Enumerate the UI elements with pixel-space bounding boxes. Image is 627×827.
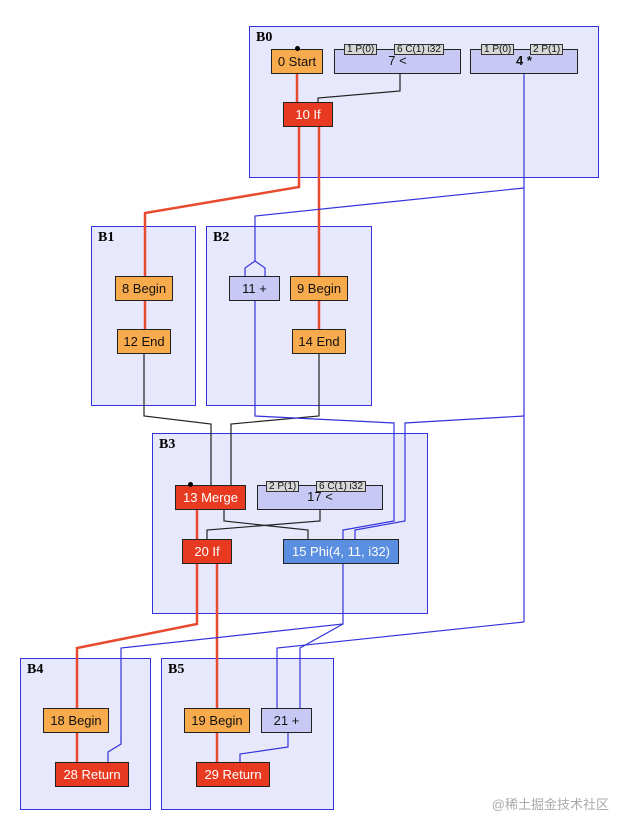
edge-merge-to-phi (223, 510, 309, 539)
entry-dot (295, 46, 300, 51)
node-9-begin[interactable]: 9 Begin (290, 276, 348, 301)
node-label: 29 Return (204, 767, 262, 782)
node-label: 14 End (298, 334, 340, 349)
node-15-phi[interactable]: 15 Phi(4, 11, i32) (283, 539, 399, 564)
node-label: 17 < (307, 489, 333, 504)
node-28-return[interactable]: 28 Return (55, 762, 129, 787)
edge-if20-to-begin18 (75, 564, 199, 708)
edge-add11-to-phi (254, 301, 395, 539)
node-label: 11 + (242, 281, 267, 296)
input-tag: 1 P(0) (344, 44, 378, 55)
input-tag: 6 C(1) i32 (394, 44, 444, 55)
block-label: B2 (213, 230, 230, 245)
node-19-begin[interactable]: 19 Begin (184, 708, 250, 733)
node-label: 0 Start (277, 54, 317, 69)
node-label: 4 * (516, 53, 532, 68)
node-18-begin[interactable]: 18 Begin (43, 708, 109, 733)
node-0-start[interactable]: 0 Start (271, 49, 323, 74)
node-label: 20 If (194, 544, 220, 559)
node-8-begin[interactable]: 8 Begin (115, 276, 173, 301)
node-21-add[interactable]: 21 + (261, 708, 312, 733)
edge-if-to-begin8 (143, 127, 301, 276)
edge-phi-to-add21 (299, 623, 344, 708)
node-label: 15 Phi(4, 11, i32) (291, 544, 391, 559)
node-12-end[interactable]: 12 End (117, 329, 171, 354)
node-14-end[interactable]: 14 End (292, 329, 346, 354)
input-tag: 2 P(1) (530, 44, 564, 55)
input-tag: 2 P(1) (266, 481, 300, 492)
node-label: 28 Return (63, 767, 121, 782)
input-tag: 1 P(0) (481, 44, 515, 55)
node-label: 12 End (123, 334, 165, 349)
block-label: B5 (168, 662, 185, 677)
input-tag: 6 C(1) i32 (316, 481, 366, 492)
block-b2: B2 (206, 226, 372, 406)
edge-end14-to-merge (230, 354, 320, 485)
node-13-merge[interactable]: 13 Merge (175, 485, 246, 510)
node-label: 9 Begin (296, 281, 342, 296)
node-label: 7 < (388, 53, 407, 68)
edge-mul4-to-add11 (254, 187, 525, 261)
block-b5: B5 (161, 658, 334, 810)
edge-add11-fork-a (244, 260, 256, 276)
edge-phi-to-return28 (107, 564, 344, 762)
node-label: 8 Begin (121, 281, 167, 296)
block-label: B4 (27, 662, 44, 677)
watermark: @稀土掘金技术社区 (491, 797, 609, 812)
entry-dot (188, 482, 193, 487)
node-label: 21 + (273, 713, 300, 728)
node-label: 10 If (295, 107, 321, 122)
node-10-if[interactable]: 10 If (283, 102, 333, 127)
edge-mul4-to-add21 (276, 621, 525, 708)
edge-mul4-to-phi (354, 415, 525, 539)
node-label: 13 Merge (183, 490, 238, 505)
edge-add11-fork-b (254, 260, 266, 276)
edge-less7-to-if10 (317, 74, 401, 102)
node-11-add[interactable]: 11 + (229, 276, 280, 301)
block-label: B1 (98, 230, 115, 245)
node-label: 19 Begin (191, 713, 243, 728)
block-label: B3 (159, 437, 176, 452)
edge-end12-to-merge (143, 354, 212, 485)
block-label: B0 (256, 30, 273, 45)
node-29-return[interactable]: 29 Return (196, 762, 270, 787)
edge-add21-to-return29 (239, 733, 289, 762)
node-20-if[interactable]: 20 If (182, 539, 232, 564)
node-label: 18 Begin (50, 713, 102, 728)
